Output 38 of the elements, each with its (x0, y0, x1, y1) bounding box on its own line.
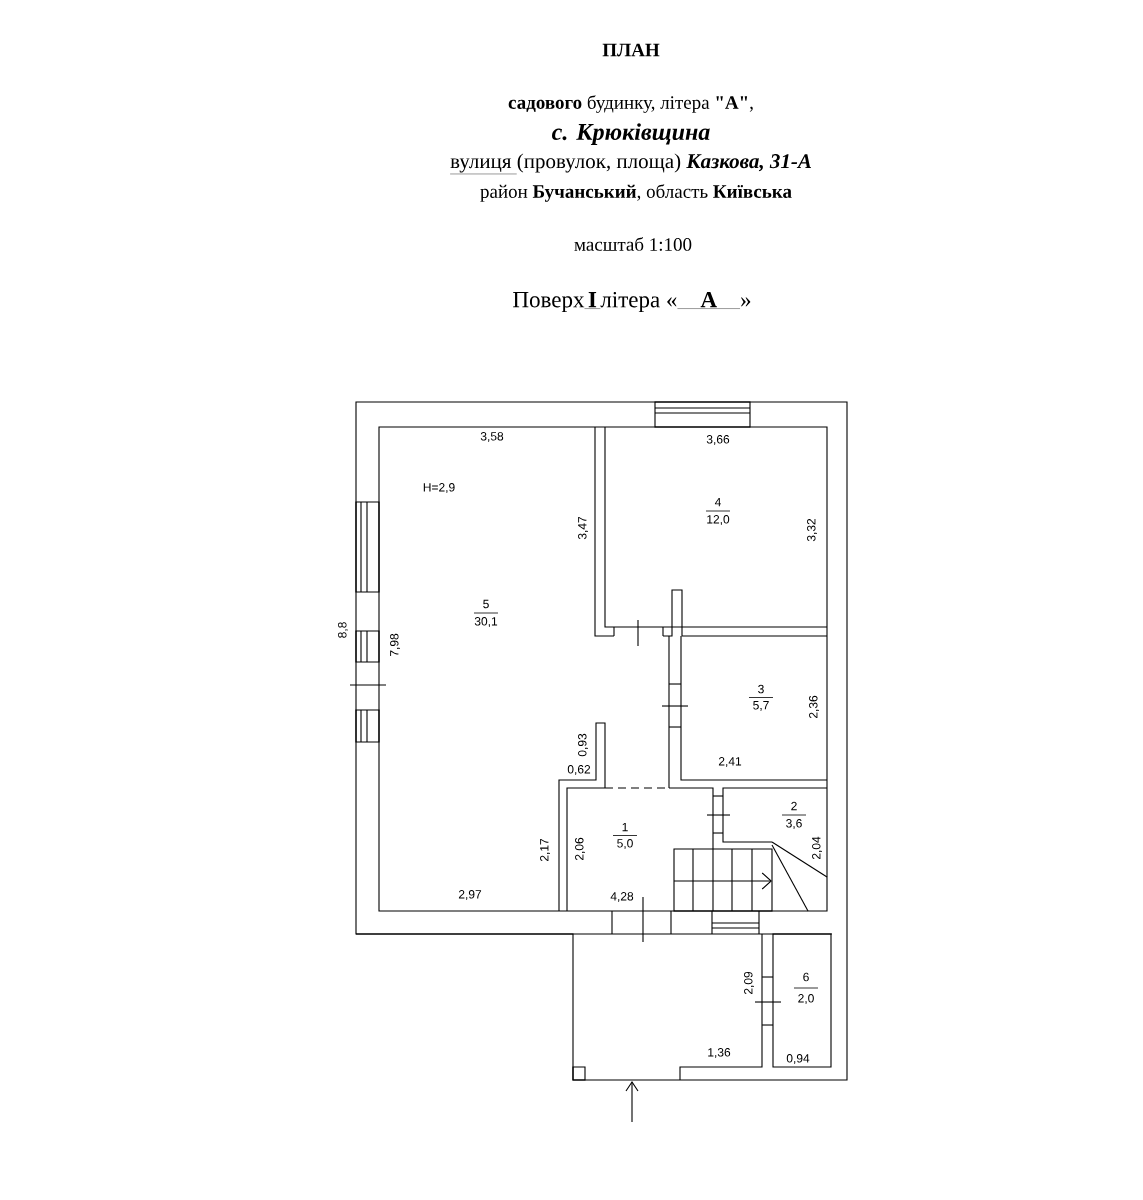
dimension-label: 8,8 (338, 622, 348, 638)
dimension-label: 2,41 (718, 757, 742, 767)
letter-label: літера « (600, 291, 677, 313)
room-label: 1 5,0 (612, 822, 638, 849)
closing-quote: » (740, 297, 751, 307)
floor-label: Поверх (513, 292, 585, 313)
dimension-label: 7,98 (390, 633, 400, 657)
street-address: Казкова, 31-А (686, 154, 812, 172)
dimension-label: 3,47 (578, 516, 588, 540)
room-label: 3 5,7 (748, 684, 774, 711)
village-name: с. Крюківщина (552, 123, 710, 145)
floor-number: I (584, 292, 601, 309)
dimension-label: 2,09 (744, 971, 754, 995)
title: ПЛАН (602, 43, 660, 57)
room-label: 4 12,0 (705, 497, 731, 525)
scale-label: масштаб 1:100 (574, 237, 692, 251)
letter-value: А (677, 292, 741, 309)
room-label: 2 3,6 (781, 801, 807, 829)
dimension-label: 2,04 (812, 836, 822, 860)
dimension-label: 2,06 (575, 837, 585, 861)
dimension-label: 0,62 (567, 765, 591, 775)
dimension-label: 3,66 (706, 435, 730, 445)
subtitle: садового будинку, літера "А", (508, 95, 753, 113)
dimension-label: 0,93 (578, 733, 588, 757)
street-label: вулиця (449, 158, 517, 175)
street-note: (провулок, площа) (517, 153, 681, 173)
dimension-label: 4,28 (610, 892, 634, 902)
dimension-label: 2,17 (540, 838, 550, 862)
dimension-label: 0,94 (786, 1054, 810, 1064)
dimension-label: H=2,9 (423, 483, 455, 493)
dimension-label: 1,36 (708, 1048, 731, 1058)
dimension-label: 3,32 (807, 518, 817, 542)
room-label: 5 30,1 (473, 599, 499, 627)
region-line: район Бучанський, область Київська (480, 184, 792, 202)
dimension-label: 2,36 (809, 695, 819, 719)
room-label: 6 2,0 (793, 972, 819, 1004)
dimension-label: 2,97 (458, 890, 482, 900)
dimension-label: 3,58 (480, 432, 504, 442)
